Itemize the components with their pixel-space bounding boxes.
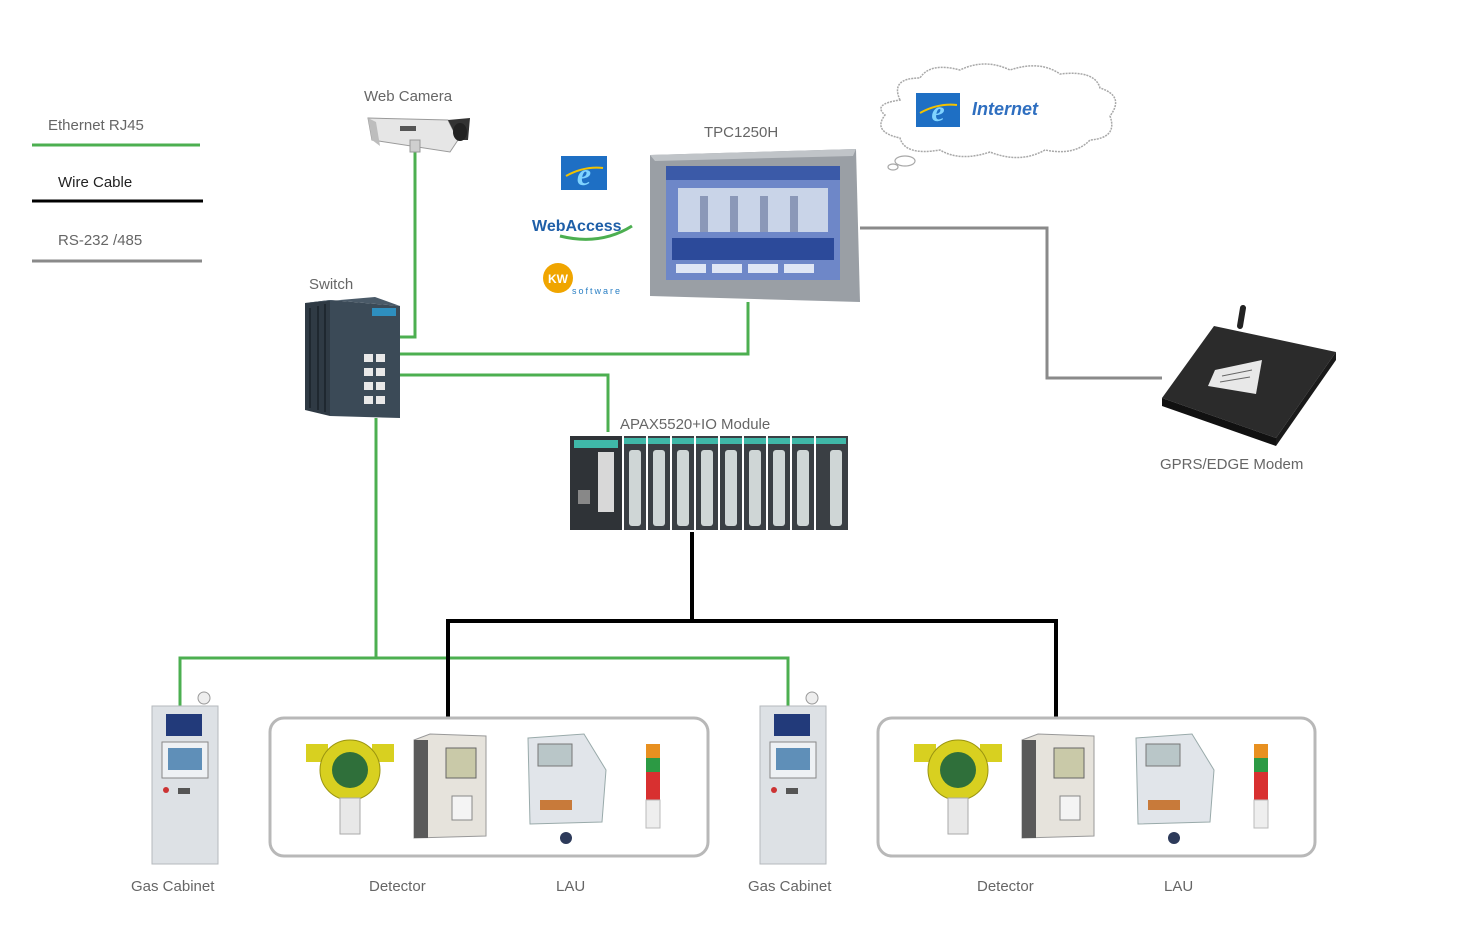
- signal-tower-icon: [1253, 744, 1269, 829]
- gas-detector-icon: [914, 739, 1002, 835]
- gas-cabinet-icon: [759, 691, 827, 865]
- webaccess-label: WebAccess: [532, 218, 622, 235]
- svg-text:e: e: [577, 156, 591, 192]
- ie-icon: e: [561, 156, 607, 192]
- signal-tower-icon: [645, 744, 661, 829]
- switch-icon: [305, 297, 400, 418]
- cloud-shape: [880, 63, 1117, 159]
- software-logos: e WebAccess KW software: [532, 156, 633, 296]
- tpc-panel: TPC1250H: [650, 124, 860, 302]
- switch-label: Switch: [309, 276, 353, 293]
- lau-icon: [527, 733, 607, 844]
- legend: Ethernet RJ45 Wire Cable RS-232 /485: [32, 117, 203, 263]
- ethernet-gas-cabinets: [178, 656, 790, 706]
- ethernet-switch-apax: [400, 373, 610, 432]
- detector-label: Detector: [369, 878, 426, 895]
- detector-icon: [413, 733, 487, 839]
- detector-group-left: Detector LAU: [268, 716, 710, 895]
- wire-detector-groups: [446, 619, 1058, 718]
- modem-label: GPRS/EDGE Modem: [1160, 456, 1303, 473]
- connections: [178, 150, 1162, 718]
- switch: Switch: [305, 276, 400, 418]
- ie-icon: e: [916, 93, 960, 128]
- gas-cabinet-left: Gas Cabinet: [131, 691, 219, 895]
- lau-label: LAU: [1164, 878, 1193, 895]
- svg-text:e: e: [931, 95, 944, 128]
- kw-software-label: software: [572, 286, 622, 296]
- gas-cabinet-label: Gas Cabinet: [748, 878, 832, 895]
- monitor-icon: [650, 149, 860, 302]
- gas-cabinet-right: Gas Cabinet: [748, 691, 832, 895]
- lau-icon: [1135, 733, 1215, 844]
- svg-text:KW: KW: [548, 272, 569, 286]
- camera-icon: [367, 117, 470, 153]
- legend-ethernet-label: Ethernet RJ45: [48, 117, 144, 134]
- detector-icon: [1021, 733, 1095, 839]
- ethernet-switch-tpc: [400, 302, 750, 356]
- lau-label: LAU: [556, 878, 585, 895]
- gas-detector-icon: [306, 739, 394, 835]
- web-camera: Web Camera: [364, 88, 470, 153]
- gprs-modem: GPRS/EDGE Modem: [1160, 305, 1336, 473]
- gas-cabinet-label: Gas Cabinet: [131, 878, 215, 895]
- internet-cloud: e Internet: [880, 63, 1117, 171]
- serial-tpc-modem: [860, 226, 1162, 380]
- modem-icon: [1162, 305, 1336, 446]
- io-rack-icon: [570, 436, 848, 530]
- tpc-label: TPC1250H: [704, 124, 778, 141]
- apax-module: APAX5520+IO Module: [570, 416, 848, 530]
- legend-wire-label: Wire Cable: [58, 174, 132, 191]
- gas-cabinet-icon: [151, 691, 219, 865]
- internet-label: Internet: [972, 99, 1039, 119]
- detector-label: Detector: [977, 878, 1034, 895]
- kw-software-logo: KW software: [543, 263, 622, 296]
- web-camera-label: Web Camera: [364, 88, 453, 105]
- ethernet-camera-switch: [400, 150, 417, 339]
- legend-serial-label: RS-232 /485: [58, 232, 142, 249]
- detector-group-right: Detector LAU: [876, 716, 1317, 895]
- webaccess-logo: WebAccess: [532, 218, 633, 241]
- apax-label: APAX5520+IO Module: [620, 416, 770, 433]
